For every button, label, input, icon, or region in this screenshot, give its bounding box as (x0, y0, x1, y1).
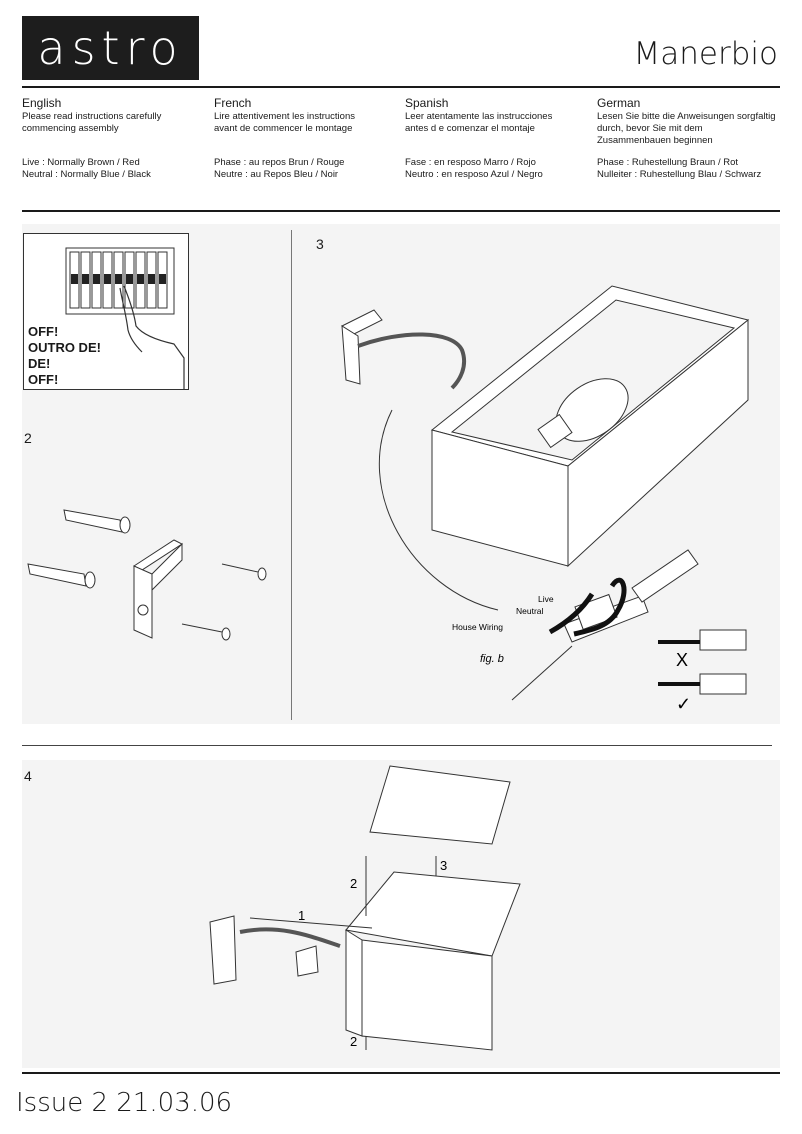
lang-live: Fase : en resposo Marro / Rojo (405, 157, 536, 168)
wire-live (573, 577, 627, 637)
warning-text: OUTRO DE! (28, 340, 101, 355)
step2-number: 2 (24, 430, 32, 446)
step1-illustration: OFF! OUTRO DE! DE! OFF! (23, 233, 189, 390)
fuse-box-icon (65, 247, 185, 389)
arrow-line (249, 917, 373, 929)
step2-illustration (27, 509, 267, 641)
brand-logo: astro (22, 16, 199, 80)
bracket-icon (341, 309, 383, 385)
callout-2-bottom: 2 (350, 1034, 357, 1049)
lang-name: English (22, 96, 62, 110)
lang-neutral: Neutre : au Repos Bleu / Noir (214, 169, 339, 180)
label-live: Live (538, 594, 554, 604)
step-divider (22, 745, 772, 746)
warning-text: DE! (28, 356, 51, 371)
lang-live: Phase : au repos Brun / Rouge (214, 157, 345, 168)
lang-neutral: Neutro : en resposo Azul / Negro (405, 169, 543, 180)
callout-2-top: 2 (350, 876, 357, 891)
step4-illustration: 1 2 3 2 (209, 765, 521, 1051)
callout-1: 1 (298, 908, 305, 923)
lang-instruction: Lesen Sie bitte die Anweisungen sorgfalt… (597, 111, 776, 146)
bulb-icon (537, 378, 629, 449)
section-rule (22, 210, 780, 212)
cable-line (357, 332, 467, 390)
wire-right-icon (658, 673, 747, 695)
mark-wrong: X (676, 650, 688, 670)
cable-line (511, 645, 573, 701)
lang-neutral: Neutral : Normally Blue / Black (22, 169, 151, 180)
lang-name: Spanish (405, 96, 449, 110)
lang-name: French (214, 96, 252, 110)
lang-french: French Lire attentivement les instructio… (214, 97, 394, 181)
step3-illustration: Live Neutral House Wiring fig. b X ✓ (341, 285, 750, 714)
lang-live: Phase : Ruhestellung Braun / Rot (597, 157, 739, 168)
lang-instruction: Leer atentamente las instrucciones antes… (405, 111, 553, 134)
wall-plug-icon (27, 563, 96, 589)
mark-right: ✓ (676, 694, 691, 714)
footer-rule (22, 1072, 780, 1074)
bracket-icon (209, 915, 237, 985)
warning-text: OFF! (28, 324, 59, 339)
issue-label: Issue 2 21.03.06 (16, 1088, 233, 1118)
lid-icon (369, 765, 511, 845)
bracket-icon (132, 539, 184, 639)
callout-3: 3 (440, 858, 447, 873)
wire-neutral (548, 592, 595, 635)
step4-number: 4 (24, 768, 32, 784)
lang-spanish: Spanish Leer atentamente las instruccion… (405, 97, 585, 181)
cable-line (239, 927, 341, 948)
terminal-block-icon (563, 549, 699, 643)
screw-icon (181, 623, 231, 641)
header-rule (22, 86, 780, 88)
warning-text: OFF! (28, 372, 59, 387)
connector-icon (295, 945, 319, 977)
lang-name: German (597, 96, 641, 110)
product-title: Manerbio (633, 36, 778, 72)
label-fig-b: fig. b (480, 653, 504, 665)
light-box-icon (345, 871, 521, 1051)
lang-live: Live : Normally Brown / Red (22, 157, 140, 168)
lang-instruction: Lire attentivement les instructions avan… (214, 111, 355, 134)
lang-german: German Lesen Sie bitte die Anweisungen s… (597, 97, 777, 181)
wire-wrong-icon (658, 629, 747, 651)
label-house-wiring: House Wiring (452, 622, 503, 632)
step1-warnings: OFF! OUTRO DE! DE! OFF! (28, 324, 101, 388)
arrow-line (378, 409, 499, 611)
lang-english: English Please read instructions careful… (22, 97, 202, 181)
lang-instruction: Please read instructions carefully comme… (22, 111, 162, 134)
step3-number: 3 (316, 236, 324, 252)
wall-plug-icon (63, 509, 131, 534)
lang-neutral: Nulleiter : Ruhestellung Blau / Schwarz (597, 169, 762, 180)
screw-icon (221, 563, 267, 581)
light-box-icon (430, 285, 750, 568)
label-neutral: Neutral (516, 606, 544, 616)
panel-divider (291, 230, 292, 720)
